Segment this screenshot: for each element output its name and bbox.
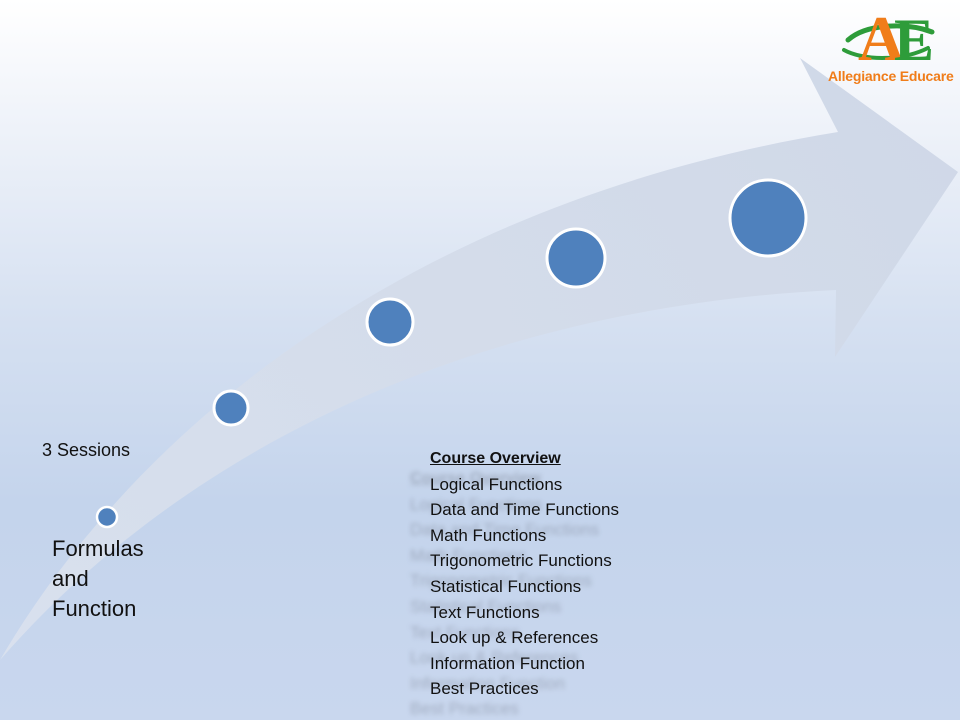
overview-item-lookup: Look up & References (430, 628, 599, 648)
first-step-line: Formulas (52, 536, 144, 561)
timeline-node-2 (212, 389, 250, 427)
allegiance-educare-logo: A E Allegiance Educare (826, 2, 958, 92)
overview-item-trigonometric: Trigonometric Functions (430, 551, 612, 571)
svg-text:E: E (894, 7, 934, 70)
overview-item-text: Text Functions (430, 602, 540, 622)
svg-text:A: A (858, 3, 904, 70)
sessions-label: 3 Sessions (42, 440, 131, 460)
ae-logo-icon: A E (842, 3, 935, 70)
timeline-nodes (95, 178, 808, 529)
overview-item-information: Information Function (430, 653, 585, 673)
timeline-node-3 (365, 297, 415, 347)
overview-item-best-practices: Best Practices (430, 679, 539, 699)
first-step-label: Formulas and Function (52, 534, 172, 624)
overview-item-statistical: Statistical Functions (430, 576, 582, 596)
timeline-node-4 (545, 227, 607, 289)
overview-item-math: Math Functions (430, 525, 547, 545)
course-overview-title: Course Overview (430, 450, 561, 467)
curved-arrow (0, 58, 958, 660)
timeline-node-5 (728, 178, 808, 258)
first-step-line: and (52, 566, 89, 591)
overview-item-date-time: Data and Time Functions (430, 500, 619, 520)
first-step-line: Function (52, 596, 137, 621)
course-overview-list: Logical Functions Data and Time Function… (430, 472, 690, 702)
overview-item-logical: Logical Functions (430, 474, 563, 494)
logo-brand-name: Allegiance Educare (828, 68, 954, 84)
course-overview: Course Overview Logical Functions Data a… (430, 446, 690, 702)
timeline-node-1 (95, 505, 119, 529)
